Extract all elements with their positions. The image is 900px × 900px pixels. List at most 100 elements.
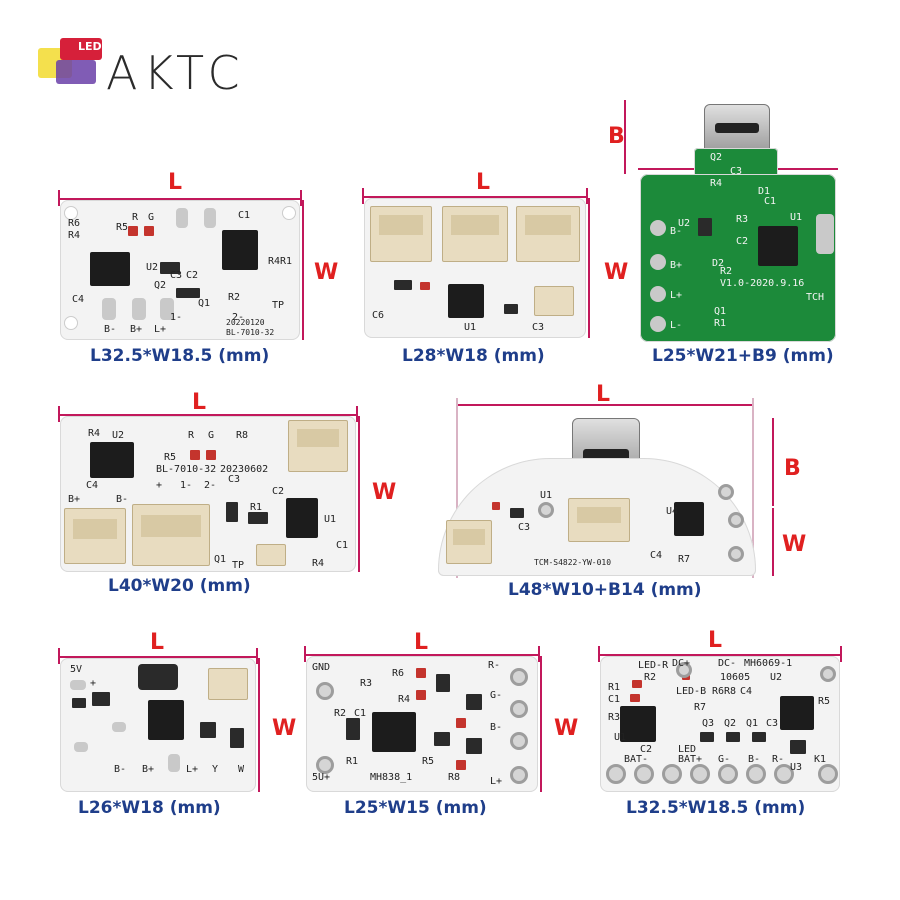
mount-hole	[64, 316, 78, 330]
silk-label: BL-7010-32	[226, 328, 275, 337]
dim-tick	[362, 188, 364, 204]
silk-label: G-	[718, 754, 731, 765]
solder-ring	[606, 764, 626, 784]
solder-pad	[102, 298, 116, 320]
silk-label: R6	[392, 668, 405, 679]
dim-label-w: W	[554, 716, 579, 741]
silk-label: R3	[360, 678, 373, 689]
smd-component	[176, 288, 200, 298]
silk-label: U1	[464, 322, 477, 333]
silk-label: C3	[228, 474, 241, 485]
silk-label: B-	[114, 764, 127, 775]
board-caption: L28*W18 (mm)	[402, 346, 545, 366]
silk-label: Q2	[710, 152, 723, 163]
smd-component	[394, 280, 412, 290]
silk-label: C4	[650, 550, 663, 561]
silk-label: 1-	[180, 480, 193, 491]
connector-slot	[451, 215, 499, 235]
dim-label-l: L	[476, 170, 491, 195]
silk-label: B-	[670, 226, 683, 237]
dim-label-l: L	[708, 628, 723, 653]
silk-label: U1	[614, 732, 627, 743]
solder-pad	[74, 742, 88, 752]
solder-pad	[650, 286, 666, 302]
silk-label: U2	[112, 430, 125, 441]
smd-component	[226, 502, 238, 522]
silk-label: C2	[736, 236, 749, 247]
silk-label: R5	[422, 756, 435, 767]
silk-label: R7	[678, 554, 691, 565]
ic-chip	[780, 696, 814, 730]
led-red	[144, 226, 154, 236]
silk-label: R5	[116, 222, 129, 233]
dim-line-l	[58, 198, 302, 200]
connector-slot	[73, 519, 117, 539]
connector-slot	[379, 215, 423, 235]
silk-label: G-	[490, 690, 503, 701]
silk-label: U3	[790, 762, 803, 773]
silk-label: C3	[170, 270, 183, 281]
board-caption: L26*W18 (mm)	[78, 798, 221, 818]
silk-label: U2	[770, 672, 783, 683]
silk-label: BAT+	[678, 754, 703, 765]
silk-label: R2	[644, 672, 657, 683]
led-red	[190, 450, 200, 460]
solder-pad	[650, 254, 666, 270]
smd-component	[436, 674, 450, 692]
solder-ring	[746, 764, 766, 784]
dim-line-l	[58, 656, 258, 658]
dim-tick	[58, 190, 60, 206]
smd-component	[72, 698, 86, 708]
solder-pad	[132, 298, 146, 320]
silk-label: TCM-S4822-YW-010	[534, 558, 612, 567]
silk-label: TP	[232, 560, 245, 571]
silk-label: U1	[540, 490, 553, 501]
silk-label: C1	[238, 210, 251, 221]
dim-tick	[586, 188, 588, 204]
solder-ring	[728, 546, 744, 562]
silk-label: L+	[670, 290, 683, 301]
solder-pad	[650, 316, 666, 332]
silk-label: R-	[772, 754, 785, 765]
solder-pad-group	[138, 664, 178, 690]
silk-label: G	[148, 212, 155, 223]
silk-label: R2	[334, 708, 347, 719]
solder-pad	[168, 754, 180, 772]
dim-line-w	[302, 200, 304, 340]
solder-pad	[70, 680, 86, 690]
smd-component	[698, 218, 712, 236]
silk-label: R4	[312, 558, 325, 569]
smd-component	[700, 732, 714, 742]
ic-chip	[372, 712, 416, 752]
smd-component	[160, 262, 180, 274]
silk-label: C1	[608, 694, 621, 705]
silk-label: B-	[490, 722, 503, 733]
dim-line-l	[456, 404, 754, 406]
silk-label: B+	[130, 324, 143, 335]
led-red	[456, 718, 466, 728]
silk-label: DC-	[718, 658, 737, 669]
dim-line-w	[772, 508, 774, 576]
dim-label-l: L	[596, 382, 611, 407]
solder-ring	[728, 512, 744, 528]
board-caption: L25*W15 (mm)	[344, 798, 487, 818]
pcb-board: Q2 R4 C3 D1 R3 C1 U2 U1 B- C2 B+ D2 R2 L…	[640, 152, 836, 342]
silk-label: K1	[814, 754, 827, 765]
dim-label-w: W	[604, 260, 629, 285]
silk-label: R7	[694, 702, 707, 713]
silk-label: W	[238, 764, 245, 775]
solder-ring	[316, 682, 334, 700]
brand-logo: LED AKTC	[38, 38, 278, 110]
smd-component	[504, 304, 518, 314]
dim-label-w: W	[314, 260, 339, 285]
ic-chip	[758, 226, 798, 266]
silk-label: +	[90, 678, 97, 689]
silk-label: R4	[88, 428, 101, 439]
silk-label: R1	[714, 318, 727, 329]
silk-label: 5V	[70, 664, 83, 675]
silk-label: 5U+	[312, 772, 331, 783]
dim-line-l	[362, 196, 588, 198]
silk-label: R1	[346, 756, 359, 767]
dim-line-w	[358, 416, 360, 572]
silk-label: C4	[72, 294, 85, 305]
